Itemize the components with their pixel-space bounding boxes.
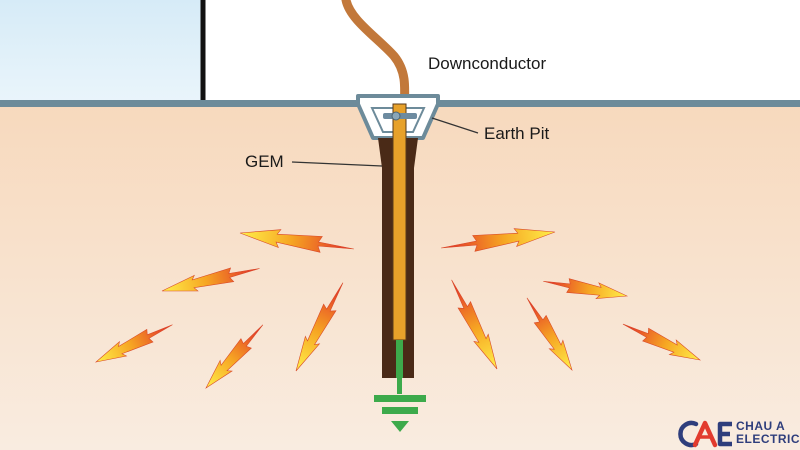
earth-symbol-tip xyxy=(391,421,409,432)
label-earth-pit: Earth Pit xyxy=(484,124,550,143)
earth-symbol-bar-2 xyxy=(382,407,418,414)
copper-rod xyxy=(392,103,407,341)
chau-a-electric-logo: CHAU A ELECTRIC xyxy=(678,418,800,450)
discharge-bolt-8 xyxy=(526,297,573,371)
discharge-bolt-10 xyxy=(451,279,498,370)
label-gem: GEM xyxy=(245,152,284,171)
gem-leader-line xyxy=(291,161,383,167)
logo-mark xyxy=(678,420,732,448)
green-rod xyxy=(396,340,403,378)
discharge-bolt-3 xyxy=(161,267,260,292)
discharge-bolt-9 xyxy=(295,282,344,372)
green-rod-tail xyxy=(397,378,402,394)
logo-text: CHAU A ELECTRIC xyxy=(736,420,800,446)
downconductor-cable xyxy=(341,0,410,117)
building-wall xyxy=(202,0,800,104)
logo-text-line-1: CHAU A xyxy=(736,419,786,433)
discharge-bolt-6 xyxy=(622,323,702,361)
logo-text-line-2: ELECTRIC xyxy=(736,432,800,446)
earth-symbol-bar-1 xyxy=(374,395,426,402)
discharge-bolt-7 xyxy=(205,324,264,389)
discharge-bolt-4 xyxy=(543,278,629,300)
discharge-bolt-2 xyxy=(441,228,556,252)
earth-pit-leader-line xyxy=(431,117,479,134)
discharge-bolt-1 xyxy=(239,229,354,253)
clamp-nut xyxy=(391,111,401,121)
discharge-bolt-5 xyxy=(94,324,173,363)
label-downconductor: Downconductor xyxy=(428,54,547,73)
sky-left xyxy=(0,0,202,104)
